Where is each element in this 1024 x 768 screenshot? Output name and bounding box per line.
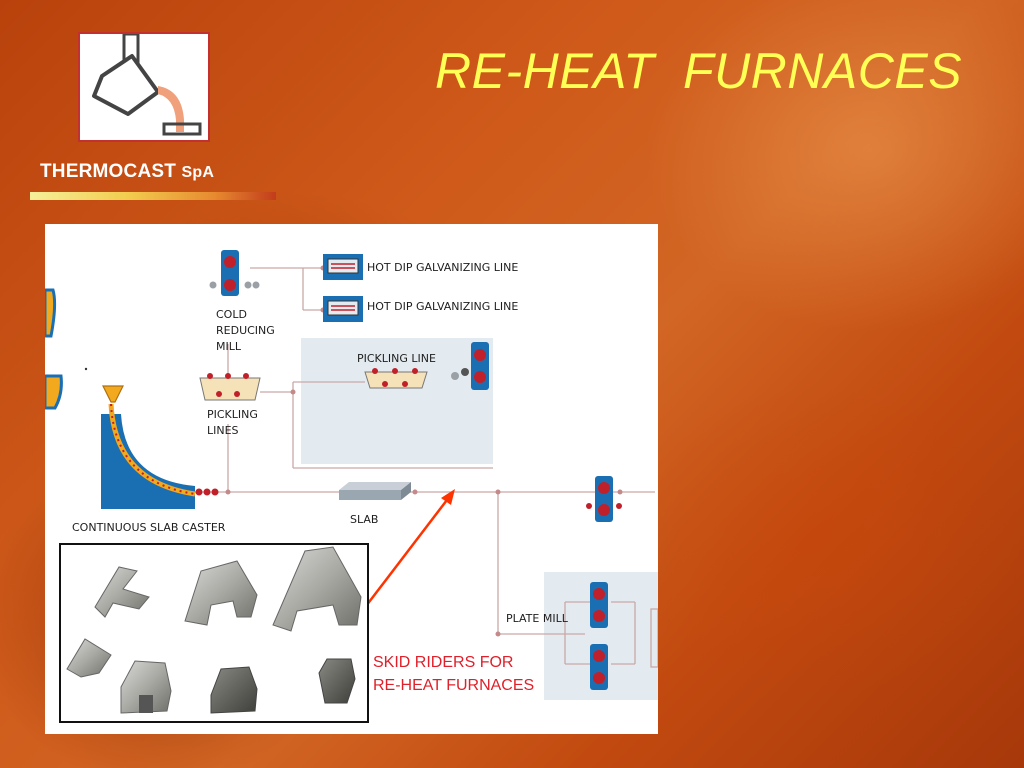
label-pickling-lines-2: LINES <box>207 424 239 437</box>
cold-reducing-mill <box>209 250 260 296</box>
label-pickling-lines-1: PICKLING <box>207 408 258 421</box>
skid-riders-photo <box>59 543 369 723</box>
galvanizing-line-1 <box>323 254 363 280</box>
label-plate-mill: PLATE MILL <box>506 612 569 625</box>
brand-underline <box>30 192 276 200</box>
label-cold-2: REDUCING <box>216 324 275 337</box>
ladle-equipment <box>43 288 88 410</box>
galvanizing-line-2 <box>323 296 363 322</box>
continuous-slab-caster <box>101 385 219 509</box>
skid-rider-parts-illustration <box>66 546 362 714</box>
skid-riders-caption: SKID RIDERS FOR RE-HEAT FURNACES <box>373 651 534 697</box>
ladle-pour-icon <box>92 32 202 136</box>
process-diagram-panel: CONTINUOUS SLAB CASTER SLAB COLD REDUCIN… <box>43 224 659 734</box>
label-cold-3: MILL <box>216 340 242 353</box>
pickling-line-equipment <box>364 342 489 390</box>
label-pickling-line: PICKLING LINE <box>357 352 436 365</box>
process-flow-diagram: CONTINUOUS SLAB CASTER SLAB COLD REDUCIN… <box>43 250 659 700</box>
label-cold-1: COLD <box>216 308 247 321</box>
label-galvanizing-line-2: HOT DIP GALVANIZING LINE <box>367 300 518 313</box>
mill-stand-right <box>586 476 622 522</box>
pickling-line-zone <box>301 338 493 464</box>
plate-mill-stands <box>590 582 608 690</box>
caption-line-2: RE-HEAT FURNACES <box>373 677 535 694</box>
slide-title: RE-HEAT FURNACES <box>435 43 963 99</box>
brand-name: THERMOCAST SpA <box>40 161 215 182</box>
pickling-lines-tank <box>199 373 261 401</box>
label-galvanizing-line-1: HOT DIP GALVANIZING LINE <box>367 261 518 274</box>
caption-line-1: SKID RIDERS FOR <box>373 654 514 671</box>
label-continuous-slab-caster: CONTINUOUS SLAB CASTER <box>72 521 226 534</box>
thermocast-logo <box>78 32 210 142</box>
label-slab: SLAB <box>350 513 378 526</box>
slab-block <box>339 482 411 500</box>
